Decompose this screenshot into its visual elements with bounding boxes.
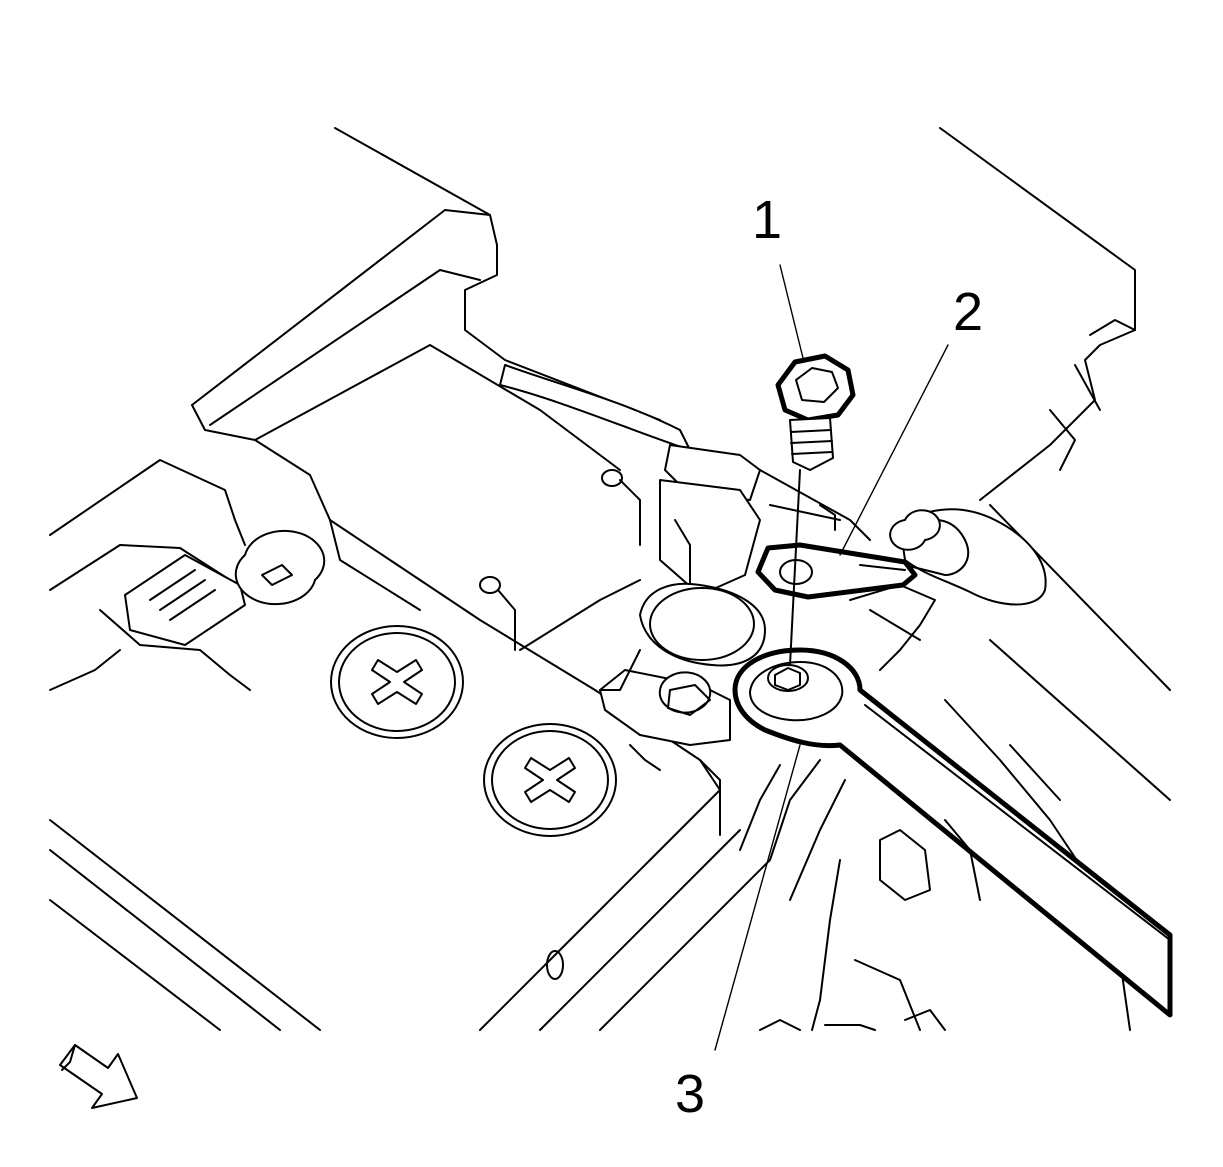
left-battery: [49, 459, 326, 1031]
leader-line-2: [839, 344, 949, 556]
callout-leaders: [714, 264, 949, 1051]
cell-cap-2: [483, 723, 617, 837]
leader-line-1: [779, 264, 804, 359]
bolt: [775, 353, 856, 471]
battery-tray: [191, 127, 1171, 1031]
callouts: 1 2 3: [675, 190, 983, 1124]
callout-3: 3: [675, 1064, 705, 1124]
ring-terminal: [755, 542, 918, 600]
callout-1: 1: [752, 190, 782, 250]
main-battery: [254, 344, 771, 1031]
cell-cap-1: [330, 625, 464, 739]
lower-structure: [739, 759, 981, 1031]
battery-cable: [499, 364, 871, 601]
arrow-icon: [59, 1044, 138, 1109]
callout-2: 2: [953, 282, 983, 342]
alignment-guide: [789, 469, 801, 666]
battery-terminal: [599, 582, 766, 771]
wrench: [732, 647, 1173, 1018]
ground-cable: [849, 508, 1047, 671]
leader-line-3: [714, 744, 801, 1051]
